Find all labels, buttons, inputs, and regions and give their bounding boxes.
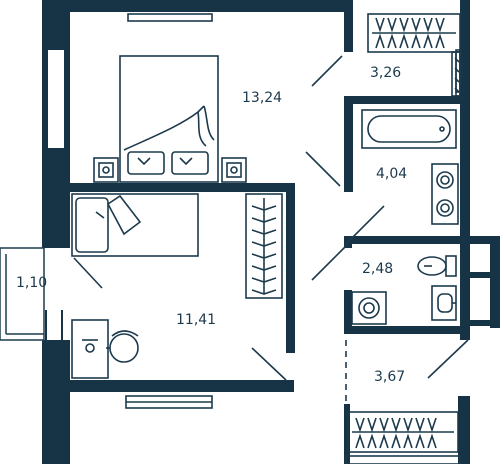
door-swings (73, 55, 469, 404)
toilet-fixture (417, 255, 457, 277)
desk (71, 319, 109, 379)
area-toilet: 2,48 (362, 261, 393, 277)
wardrobe-second (245, 193, 283, 299)
balcony-window (45, 310, 63, 380)
double-bed (119, 55, 219, 183)
area-hallway: 3,67 (374, 369, 405, 385)
desk-chair (106, 330, 139, 363)
wardrobe-top (367, 13, 461, 97)
single-bed (71, 193, 199, 257)
toilet-sink (431, 285, 457, 321)
windows (125, 13, 213, 409)
area-bedroom-second: 11,41 (176, 312, 216, 328)
bathroom-sinks (431, 163, 459, 225)
balcony (0, 247, 45, 341)
bathtub (361, 109, 457, 149)
washing-machine (351, 291, 387, 325)
walls (42, 0, 500, 464)
area-bathroom: 4,04 (376, 166, 407, 182)
nightstands (93, 157, 247, 183)
hallway-wardrobe (345, 411, 461, 464)
area-labels: 13,24 3,26 4,04 2,48 11,41 1,10 3,67 (16, 65, 407, 385)
area-bedroom-main: 13,24 (242, 90, 282, 106)
area-balcony: 1,10 (16, 275, 47, 291)
area-wardrobe-top: 3,26 (370, 65, 401, 81)
